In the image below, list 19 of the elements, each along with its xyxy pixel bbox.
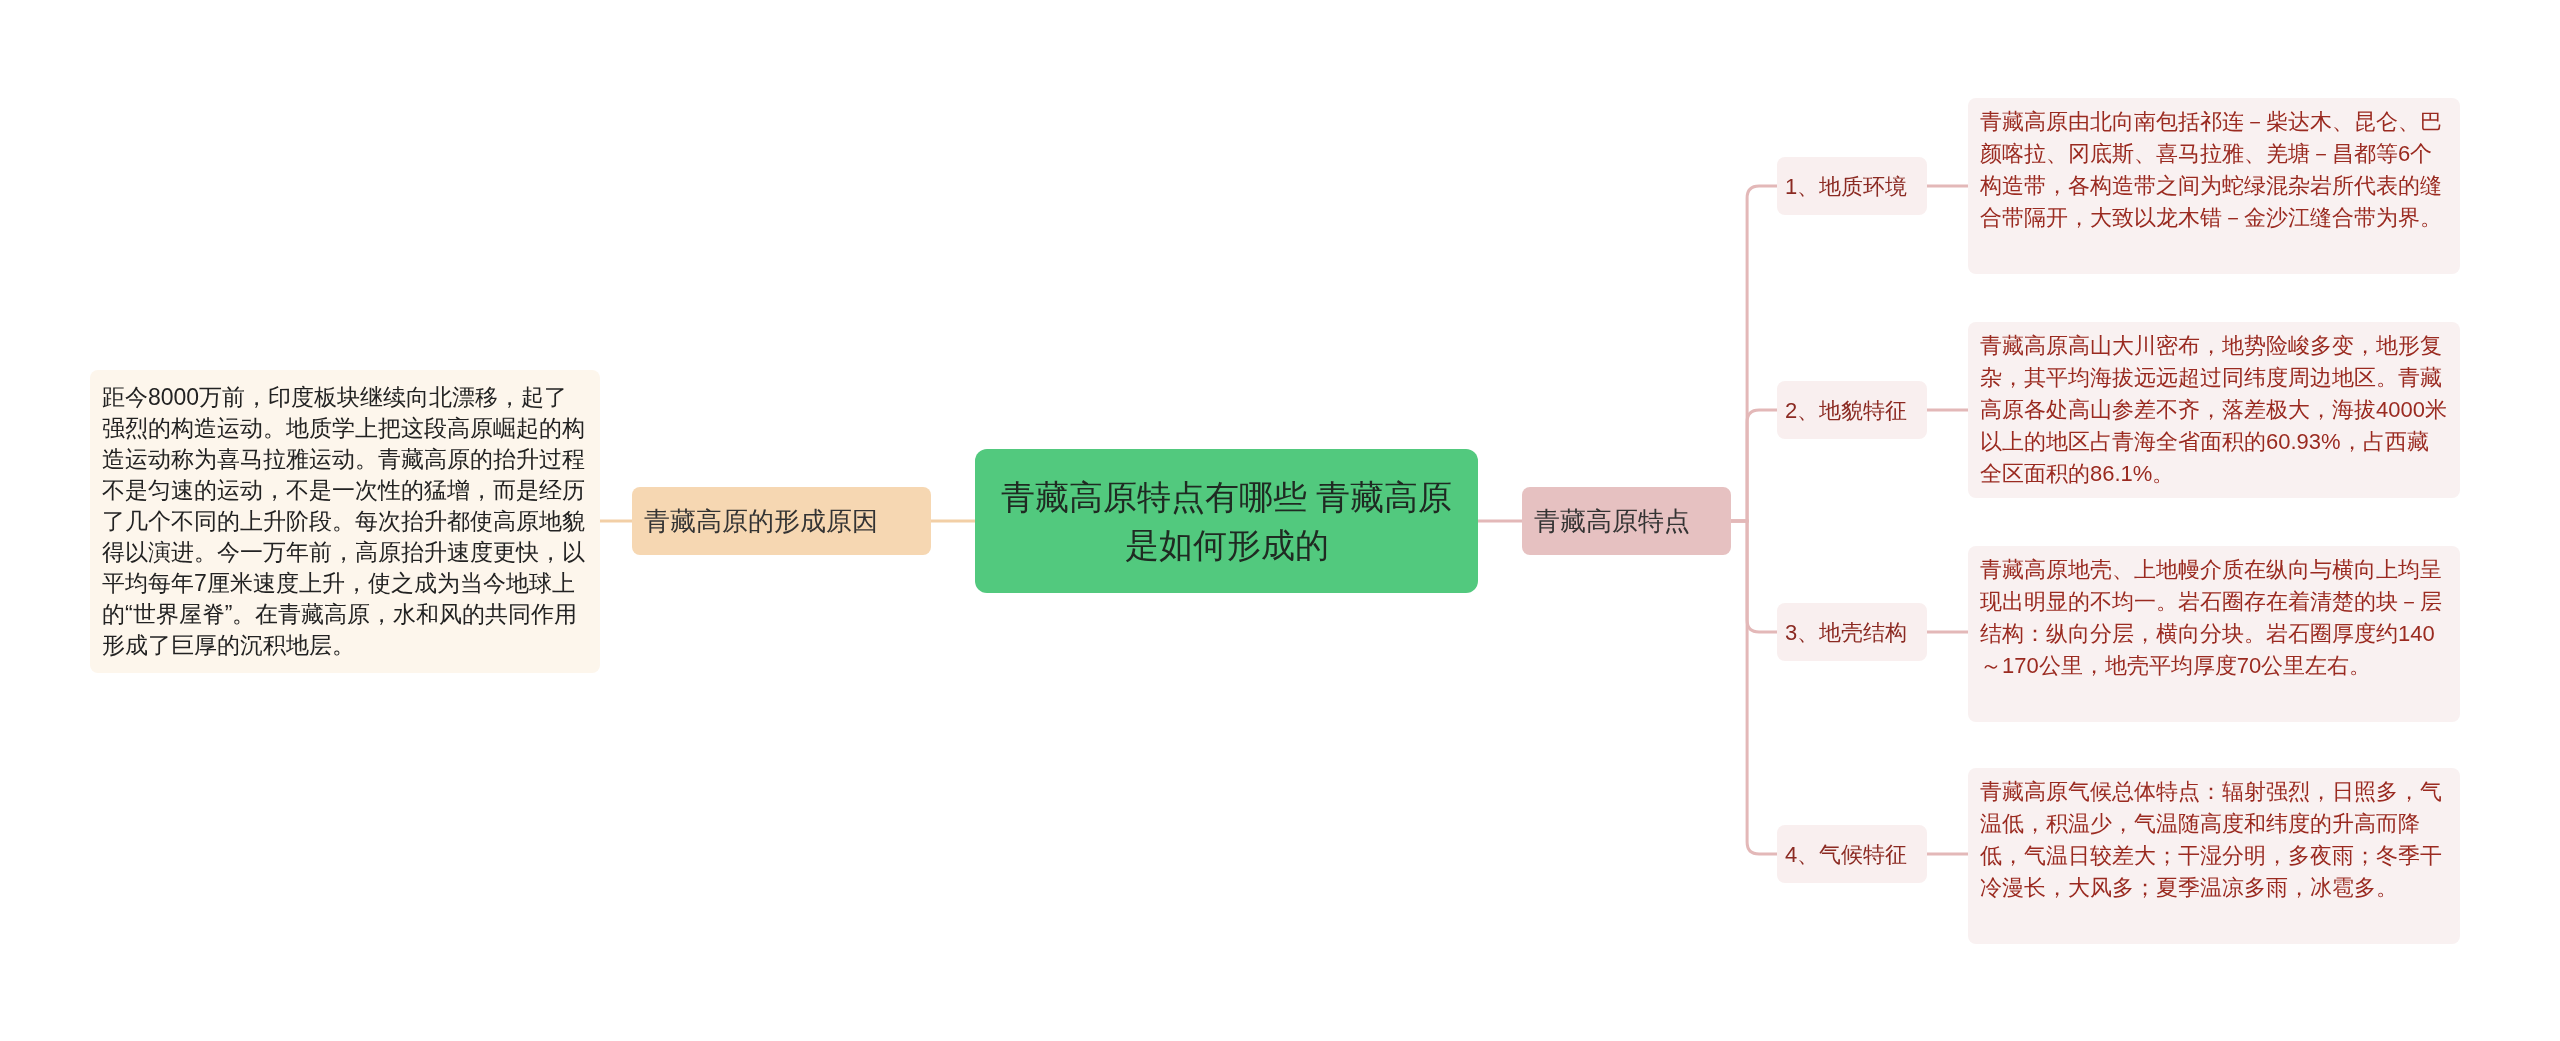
connector-line bbox=[1927, 630, 1968, 634]
branch-topic: 青藏高原特点 bbox=[1522, 487, 1731, 555]
connector-line bbox=[600, 519, 632, 523]
subtopic: 3、地壳结构 bbox=[1777, 603, 1927, 661]
description-card: 青藏高原地壳、上地幔介质在纵向与横向上均呈现出明显的不均一。岩石圈存在着清楚的块－层结构：纵向分层，横向分块。岩石圈厚度约140～170公里，地壳平均厚度70公里左右。 bbox=[1968, 546, 2460, 722]
connector-line bbox=[1927, 408, 1968, 412]
subtopic: 4、气候特征 bbox=[1777, 825, 1927, 883]
description-card: 距今8000万前，印度板块继续向北漂移，起了强烈的构造运动。地质学上把这段高原崛起的构造运动称为喜马拉雅运动。青藏高原的抬升过程不是匀速的运动，不是一次性的猛增，而是经历了几个不同的上升阶段。每次抬升都使高原地貌得以演进。今一万年前，高原抬升速度更快，以平均每年7厘米速度上升，使之成为当今地球上的“世界屋脊”。在青藏高原，水和风的共同作用形成了巨厚的沉积地层。 bbox=[90, 370, 600, 673]
connector-line bbox=[931, 519, 975, 523]
description-card: 青藏高原由北向南包括祁连－柴达木、昆仑、巴颜喀拉、冈底斯、喜马拉雅、羌塘－昌都等6个构造带，各构造带之间为蛇绿混杂岩所代表的缝合带隔开，大致以龙木错－金沙江缝合带为界。 bbox=[1968, 98, 2460, 274]
connector-line bbox=[1927, 852, 1968, 856]
connector-line bbox=[1478, 519, 1522, 523]
subtopic: 1、地质环境 bbox=[1777, 157, 1927, 215]
branch-topic: 青藏高原的形成原因 bbox=[632, 487, 931, 555]
subtopic: 2、地貌特征 bbox=[1777, 381, 1927, 439]
central-topic: 青藏高原特点有哪些 青藏高原是如何形成的 bbox=[975, 449, 1478, 593]
description-card: 青藏高原气候总体特点：辐射强烈，日照多，气温低，积温少，气温随高度和纬度的升高而降低，气温日较差大；干湿分明，多夜雨；冬季干冷漫长，大风多；夏季温凉多雨，冰雹多。 bbox=[1968, 768, 2460, 944]
description-card: 青藏高原高山大川密布，地势险峻多变，地形复杂，其平均海拔远远超过同纬度周边地区。青藏高原各处高山参差不齐，落差极大，海拔4000米以上的地区占青海全省面积的60.93%，占西藏全区面积的86.1%。 bbox=[1968, 322, 2460, 498]
connector-line bbox=[1927, 184, 1968, 188]
